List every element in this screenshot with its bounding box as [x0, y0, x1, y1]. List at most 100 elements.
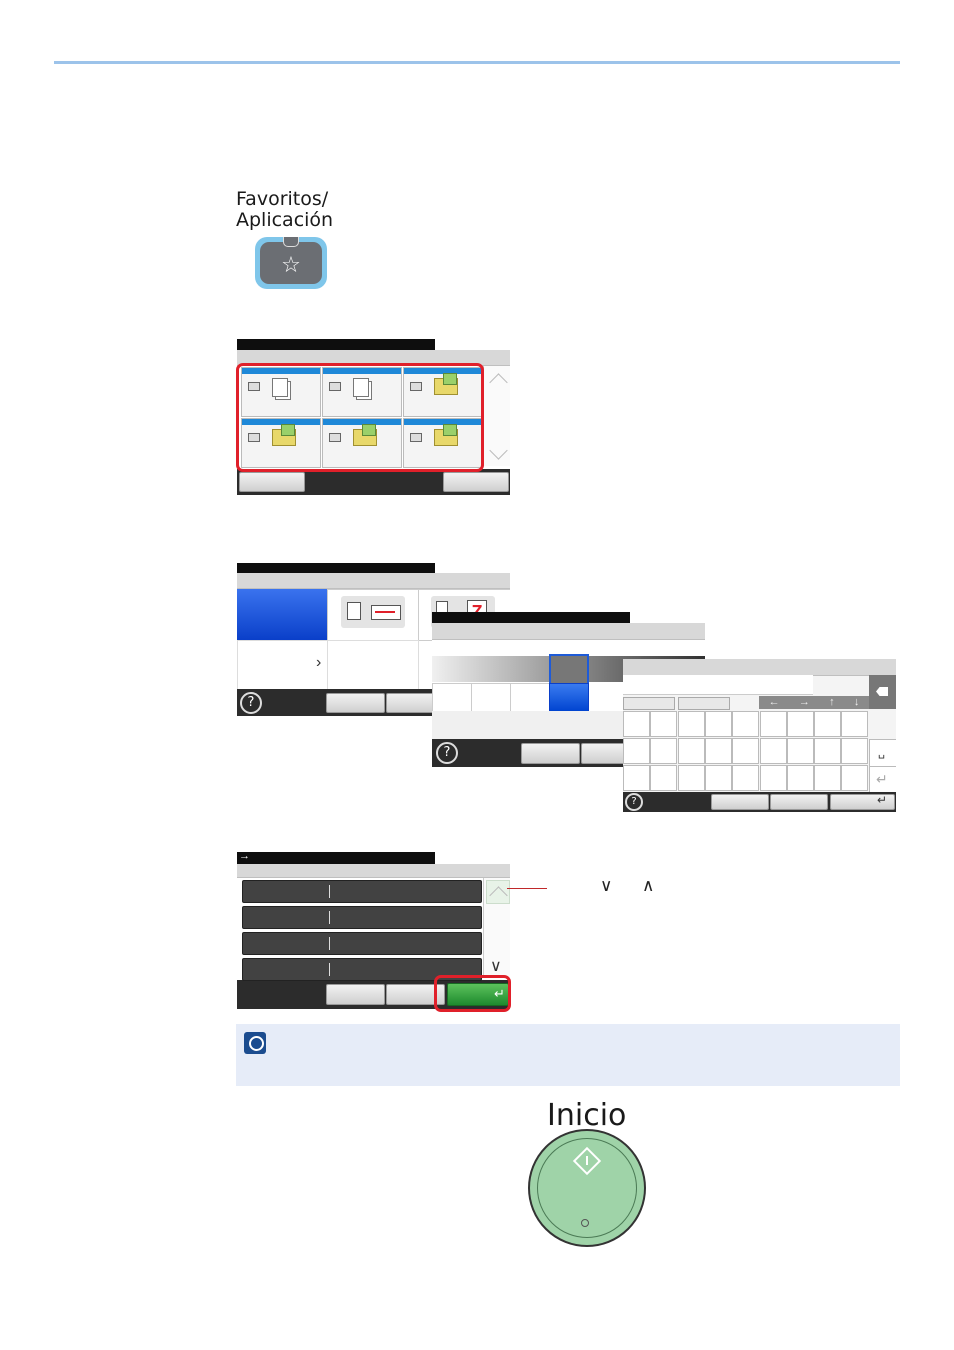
keyboard-key[interactable]	[786, 738, 814, 764]
scroll-down-icon[interactable]: ∨	[490, 958, 502, 975]
keyboard-key[interactable]	[650, 738, 678, 764]
enter-icon: ↵	[876, 771, 888, 787]
original-icon	[410, 433, 422, 442]
arrow-down-icon[interactable]: ↓	[853, 696, 860, 708]
footer-enter-button[interactable]: ↵	[830, 793, 895, 810]
keyboard-key[interactable]	[814, 738, 842, 764]
keyboard-key[interactable]	[677, 738, 705, 764]
selected-function-panel[interactable]	[237, 589, 327, 640]
backspace-key[interactable]	[869, 675, 896, 709]
keyboard-key[interactable]	[650, 765, 678, 791]
screen-title-bar: →	[237, 852, 435, 864]
text-entry-field[interactable]	[623, 675, 813, 695]
level-cell-1[interactable]	[432, 683, 472, 712]
space-key[interactable]: ␣	[869, 739, 896, 768]
keyboard-screen: ← → ↑ ↓ ␣ ↵ ? ↵	[623, 659, 896, 812]
duplex-option-icon	[341, 596, 405, 628]
favorite-tile-3[interactable]	[403, 367, 483, 417]
help-icon[interactable]: ?	[625, 793, 643, 811]
favorite-tile-1[interactable]	[241, 367, 321, 417]
start-key-led	[581, 1219, 589, 1227]
keyboard-key[interactable]	[814, 765, 842, 791]
keyboard-key[interactable]	[623, 765, 650, 791]
list-item[interactable]	[242, 906, 482, 929]
keyboard-key[interactable]	[704, 738, 732, 764]
original-icon	[329, 382, 341, 391]
case-mode-button[interactable]	[678, 697, 730, 710]
scroll-up-icon[interactable]	[489, 373, 508, 392]
selected-level-marker[interactable]	[549, 654, 589, 686]
keyboard-key[interactable]	[759, 765, 787, 791]
list-item[interactable]	[242, 958, 482, 981]
arrow-left-icon[interactable]: ←	[768, 696, 780, 708]
send-folder-icon	[272, 424, 296, 446]
input-mode-button[interactable]	[623, 697, 675, 710]
favorite-tile-6[interactable]	[403, 418, 483, 468]
keyboard-key[interactable]	[677, 711, 705, 737]
scroll-down-glyph: ∨	[600, 876, 613, 895]
footer-button-2[interactable]	[386, 984, 445, 1005]
note-box	[236, 1024, 900, 1086]
setting-cell	[327, 640, 419, 690]
enter-button-highlight	[434, 975, 511, 1012]
level-cell-selected[interactable]	[549, 683, 589, 712]
keyboard-key[interactable]	[841, 738, 869, 764]
screen-footer: ↵	[237, 980, 510, 1009]
footer-right-button[interactable]	[443, 472, 509, 492]
footer-button-1[interactable]	[326, 984, 385, 1005]
scroll-column[interactable]: ∨	[483, 878, 510, 978]
keyboard-key[interactable]	[759, 738, 787, 764]
enter-key[interactable]: ↵	[869, 766, 896, 794]
screen-header	[237, 573, 510, 589]
cursor-toolbar: ← → ↑ ↓	[623, 696, 869, 710]
keyboard-key[interactable]	[732, 738, 760, 764]
footer-button-2[interactable]	[770, 794, 828, 810]
keyboard-key[interactable]	[786, 711, 814, 737]
keyboard-key[interactable]	[650, 711, 678, 737]
footer-button-1[interactable]	[326, 693, 385, 713]
setting-row[interactable]: ›	[237, 640, 329, 690]
original-icon	[410, 382, 422, 391]
screen-title-bar	[237, 563, 435, 573]
chevron-right-icon: ›	[316, 654, 322, 671]
list-item[interactable]	[242, 880, 482, 903]
arrow-up-icon[interactable]: ↑	[829, 696, 835, 708]
footer-button-1[interactable]	[521, 743, 580, 764]
start-key[interactable]	[528, 1129, 646, 1247]
keyboard-key[interactable]	[623, 711, 650, 737]
screen-header	[623, 659, 896, 676]
favorite-tile-5[interactable]	[322, 418, 402, 468]
scroll-down-icon[interactable]	[489, 441, 508, 460]
keyboard-key[interactable]	[814, 711, 842, 737]
keyboard-key[interactable]	[841, 711, 869, 737]
keyboard-key[interactable]	[704, 765, 732, 791]
keyboard-key[interactable]	[704, 711, 732, 737]
keyboard-key[interactable]	[841, 765, 869, 791]
footer-left-button[interactable]	[239, 472, 305, 492]
scroll-up-button[interactable]	[486, 880, 510, 905]
help-icon[interactable]: ?	[240, 692, 262, 714]
help-icon[interactable]: ?	[436, 742, 458, 764]
scroll-up-glyph: ∧	[642, 876, 655, 895]
keyboard-key[interactable]	[786, 765, 814, 791]
keyboard-key[interactable]	[677, 765, 705, 791]
confirm-enter-button[interactable]: ↵	[447, 983, 509, 1006]
favorites-key-led	[283, 237, 299, 247]
favorite-tile-2[interactable]	[322, 367, 402, 417]
arrow-right-icon[interactable]: →	[798, 696, 810, 708]
level-cell-3[interactable]	[510, 683, 550, 712]
keyboard-key[interactable]	[623, 738, 650, 764]
option-cell-1[interactable]	[327, 589, 419, 641]
screen-title-bar	[432, 612, 630, 623]
keyboard-key[interactable]	[732, 711, 760, 737]
send-folder-icon	[434, 424, 458, 446]
start-key-label: Inicio	[547, 1098, 627, 1133]
favorites-key[interactable]: ☆	[255, 237, 327, 289]
keyboard-key[interactable]	[759, 711, 787, 737]
scroll-column[interactable]	[483, 366, 510, 466]
favorite-tile-4[interactable]	[241, 418, 321, 468]
list-item[interactable]	[242, 932, 482, 955]
footer-button-1[interactable]	[711, 794, 769, 810]
level-cell-2[interactable]	[471, 683, 511, 712]
keyboard-key[interactable]	[732, 765, 760, 791]
